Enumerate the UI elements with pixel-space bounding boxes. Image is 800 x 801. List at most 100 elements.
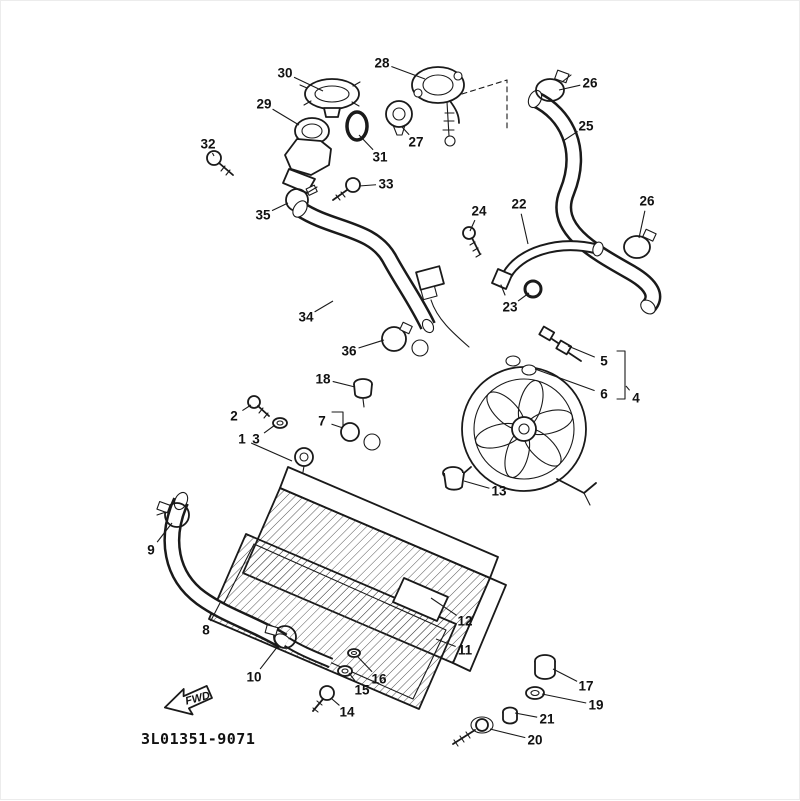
hose-clamp-10 <box>264 624 297 649</box>
leader-line-15 <box>348 672 357 683</box>
leader-line-2 <box>242 404 252 412</box>
leader-line-9 <box>156 522 173 543</box>
leader-line-30 <box>293 76 324 92</box>
part-code: 3L01351-9071 <box>141 730 255 748</box>
part-number-20: 20 <box>527 733 542 748</box>
leader-line-18 <box>332 380 356 388</box>
leader-line-3 <box>263 424 276 434</box>
reference-dashed-line <box>461 79 508 132</box>
leader-line-5 <box>567 345 595 358</box>
leader-line-13 <box>463 480 490 489</box>
upper-hose-25 <box>527 89 662 315</box>
part-number-30: 30 <box>277 66 292 81</box>
washer-19 <box>525 686 545 700</box>
leader-line-25 <box>562 131 578 142</box>
part-number-33: 33 <box>378 177 394 192</box>
bolt-14 <box>312 685 335 713</box>
leader-line-10 <box>259 645 279 670</box>
leader-line-32 <box>211 152 215 157</box>
part-number-35: 35 <box>255 208 271 223</box>
radiator-cap <box>299 78 361 118</box>
part-number-11: 11 <box>458 643 473 658</box>
hose-clamp-26-lower <box>623 228 657 259</box>
leader-line-12 <box>430 597 458 616</box>
part-number-17: 17 <box>578 679 593 694</box>
leader-line-26 <box>638 210 646 239</box>
water-pipe-22 <box>491 240 604 296</box>
part-number-16: 16 <box>371 672 387 687</box>
leader-line-4 <box>625 385 631 391</box>
bolt-32 <box>206 150 234 176</box>
washer-15 <box>337 665 353 677</box>
part-number-4: 4 <box>632 391 640 406</box>
leader-line-34 <box>314 300 334 313</box>
leader-line-22 <box>520 213 529 245</box>
leader-line-16 <box>356 655 373 673</box>
leader-line-36 <box>358 339 385 349</box>
part-number-2: 2 <box>230 409 238 424</box>
part-number-31: 31 <box>372 150 388 165</box>
leader-line-17 <box>552 668 578 682</box>
leader-line-19 <box>541 693 587 704</box>
part-number-21: 21 <box>539 712 555 727</box>
leader-line-28 <box>391 65 426 80</box>
leader-line-21 <box>514 712 538 718</box>
part-number-14: 14 <box>339 705 355 720</box>
part-number-23: 23 <box>502 300 518 315</box>
part-number-32: 32 <box>200 137 215 152</box>
part-number-36: 36 <box>341 344 357 359</box>
o-ring-23 <box>523 279 543 299</box>
leader-line-26 <box>558 84 581 91</box>
bolt-2 <box>247 395 270 419</box>
part-number-9: 9 <box>147 543 155 558</box>
fan-mount-bolts-5 <box>538 325 582 362</box>
bolt-20 <box>452 716 494 747</box>
part-number-10: 10 <box>246 670 261 685</box>
leader-line-14 <box>331 698 340 706</box>
collar-21 <box>502 706 518 725</box>
thermostat <box>385 100 413 136</box>
leader-line-27 <box>401 126 410 136</box>
part-number-22: 22 <box>511 197 526 212</box>
part-number-25: 25 <box>578 119 594 134</box>
part-number-18: 18 <box>315 372 331 387</box>
thermostat-housing <box>282 117 332 194</box>
part-number-8: 8 <box>202 623 210 638</box>
part-number-19: 19 <box>588 698 603 713</box>
leader-line-1 <box>250 442 293 462</box>
leader-line-8 <box>210 602 221 622</box>
callout-bracket-7 <box>331 411 344 427</box>
part-number-5: 5 <box>600 354 608 369</box>
part-number-7: 7 <box>318 414 326 429</box>
leader-line-20 <box>489 728 526 739</box>
thermostat-cover <box>411 66 465 147</box>
callout-bracket-4 <box>616 350 626 400</box>
leader-line-24 <box>469 219 476 232</box>
leader-line-33 <box>358 184 377 187</box>
part-number-28: 28 <box>374 56 390 71</box>
radiator <box>208 447 507 710</box>
part-number-12: 12 <box>457 614 472 629</box>
fan-assembly <box>456 366 597 506</box>
bolt-18 <box>353 378 373 408</box>
thermo-switch-13 <box>442 466 465 491</box>
leader-line-29 <box>272 108 300 126</box>
fwd-arrow: FWD <box>163 685 213 716</box>
leader-line-6 <box>534 368 595 392</box>
part-number-34: 34 <box>298 310 314 325</box>
part-number-26: 26 <box>639 194 655 209</box>
leader-line-23 <box>517 292 530 302</box>
leader-line-35 <box>271 202 289 212</box>
part-number-1: 1 <box>238 432 246 447</box>
leader-line-11 <box>435 638 456 647</box>
part-number-26: 26 <box>582 76 598 91</box>
part-number-24: 24 <box>471 204 487 219</box>
washer-16 <box>347 648 361 658</box>
shroud-plate-12 <box>392 577 449 622</box>
part-number-29: 29 <box>256 97 271 112</box>
water-pipe-lower <box>284 637 334 669</box>
fan-mount-washers-6 <box>505 355 537 376</box>
part-number-3: 3 <box>252 432 260 447</box>
